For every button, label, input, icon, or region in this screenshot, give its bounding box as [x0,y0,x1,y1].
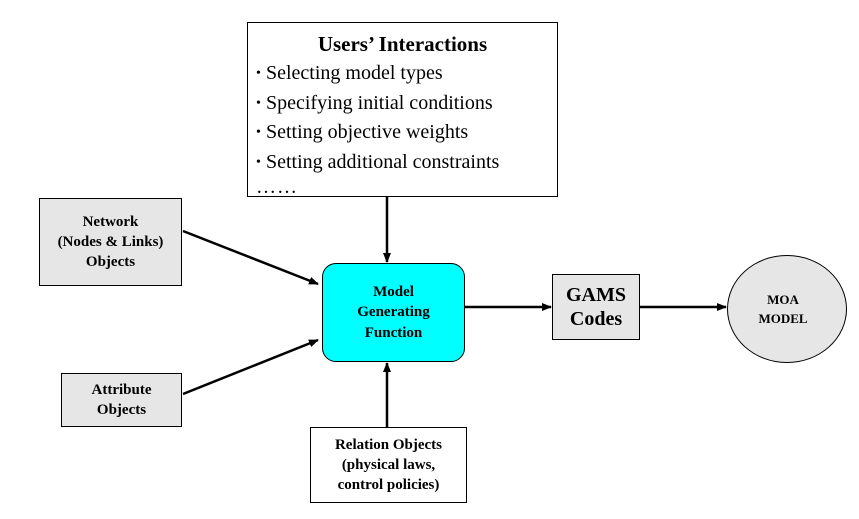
bullet-icon: • [256,125,261,140]
gams-codes-box: GAMS Codes [552,274,640,340]
model-label-line: Model [373,283,414,300]
moa-label-line: MOA [767,292,799,307]
list-item: • Setting objective weights [256,118,557,148]
relation-objects-box: Relation Objects (physical laws, control… [310,427,467,503]
list-item-text: Specifying initial conditions [266,91,493,114]
model-label-line: Function [364,324,423,341]
network-label-line: Network [82,214,139,230]
attribute-label-line: Objects [96,402,147,418]
network-label-line: (Nodes & Links) [57,234,164,250]
attribute-label-line: Attribute [91,382,152,398]
bullet-icon: • [256,66,261,81]
list-item: • Specifying initial conditions [256,89,557,119]
list-item-text: Selecting model types [266,62,443,84]
relation-label-line: control policies) [337,477,440,493]
arrow-network-to-model [182,229,319,286]
moa-label-line: MODEL [758,311,808,326]
list-item-text: Setting objective weights [266,121,469,143]
gams-label-line: GAMS [566,284,626,306]
bullet-icon: • [256,154,261,170]
network-objects-box: Network (Nodes & Links) Objects [39,198,182,286]
ellipsis-more: …… [256,176,298,198]
attribute-objects-box: Attribute Objects [61,373,182,427]
users-interactions-title: Users’ Interactions [317,32,488,56]
users-interactions-list: • Selecting model types • Specifying initi… [256,59,557,177]
users-interactions-box: Users’ Interactions • Selecting model typ… [247,22,558,197]
network-label-line: Objects [85,254,136,270]
gams-label-line: Codes [569,308,623,330]
moa-model-node: MOA MODEL [727,255,847,363]
list-item: • Selecting model types [256,59,557,89]
arrow-attribute-to-model [182,338,319,396]
relation-label-line: (physical laws, [341,457,436,473]
list-item: • Setting additional constraints [256,148,557,178]
bullet-icon: • [256,95,261,111]
list-item-text: Setting additional constraints [266,150,500,173]
model-generating-function-box: Model Generating Function [322,263,465,362]
relation-label-line: Relation Objects [334,437,443,453]
model-label-line: Generating [357,304,430,321]
